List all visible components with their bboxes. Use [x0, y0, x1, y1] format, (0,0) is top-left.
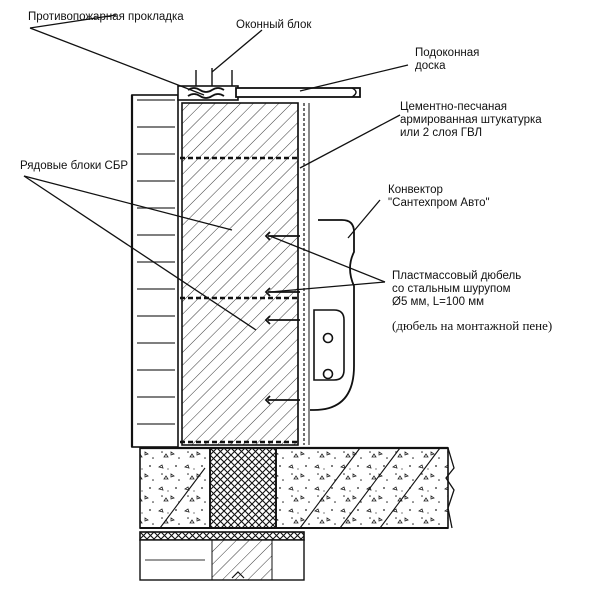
label-dowel-line2: со стальным шурупом [392, 283, 511, 295]
label-plaster: Цементно-песчаная армированная штукатурк… [400, 101, 542, 140]
window-block [177, 68, 239, 101]
label-convector: Конвектор "Сантехпром Авто" [388, 184, 490, 210]
label-dowel: Пластмассовый дюбель со стальным шурупом… [392, 270, 521, 309]
convector [310, 219, 355, 411]
sill-board [235, 87, 361, 98]
label-plaster-line2: армированная штукатурка [400, 114, 542, 126]
label-convector-line1: Конвектор [388, 184, 443, 196]
label-window-block: Оконный блок [236, 19, 312, 31]
label-convector-line2: "Сантехпром Авто" [388, 197, 490, 209]
label-fire-gasket: Противопожарная прокладка [28, 11, 184, 23]
floor-slab [139, 446, 455, 529]
label-dowel-note: (дюбель на монтажной пене) [392, 318, 553, 333]
plaster-layer [297, 103, 310, 445]
label-sill-board-line2: доска [415, 60, 446, 72]
lower-wall [139, 531, 305, 581]
brick-facing [130, 94, 179, 448]
label-plaster-line3: или 2 слоя ГВЛ [400, 127, 483, 139]
label-sill-board-line1: Подоконная [415, 47, 480, 59]
wall-blocks [180, 102, 300, 446]
leader-lines [23, 14, 409, 331]
label-sill-board: Подоконная доска [415, 47, 479, 73]
label-dowel-line1: Пластмассовый дюбель [392, 270, 522, 282]
label-plaster-line1: Цементно-песчаная [400, 101, 508, 113]
label-row-blocks: Рядовые блоки СБР [20, 160, 129, 172]
label-dowel-line3: Ø5 мм, L=100 мм [392, 296, 485, 308]
